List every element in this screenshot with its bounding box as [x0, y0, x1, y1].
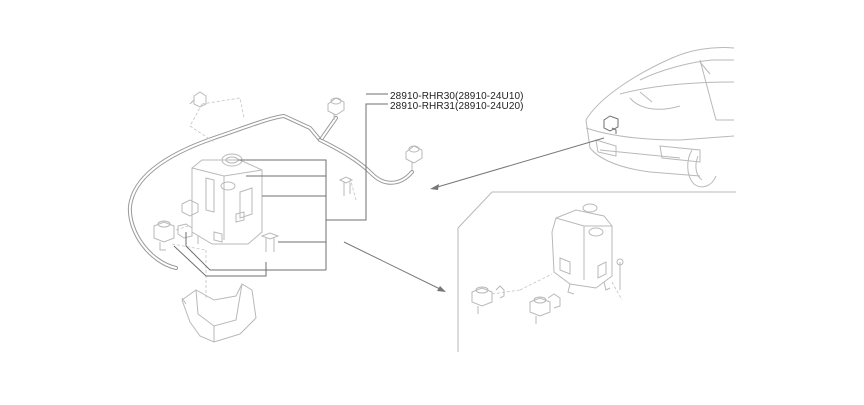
- washer-nozzle-right: [405, 145, 423, 170]
- inset-tank-assembly: [471, 203, 624, 324]
- small-bolt: [338, 176, 354, 196]
- washer-nozzle-left: [327, 97, 345, 120]
- mounting-bracket: [181, 283, 257, 343]
- washer-hose: [127, 113, 414, 270]
- inset-panel: [457, 191, 736, 352]
- washer-tank: [181, 153, 263, 245]
- car-illustration: [585, 47, 735, 188]
- pointer-arrow-bottom: [343, 241, 446, 292]
- part-number-callout-2: 28910-RHR31(28910-24U20): [390, 101, 524, 112]
- leader-lines: [173, 93, 388, 277]
- washer-pump: [153, 220, 175, 251]
- top-clip: [189, 91, 207, 108]
- pointer-arrow-top: [430, 137, 605, 190]
- grommet: [177, 223, 193, 239]
- part-number-callout-1: 28910-RHR30(28910-24U10): [390, 91, 524, 102]
- bolt: [260, 232, 280, 252]
